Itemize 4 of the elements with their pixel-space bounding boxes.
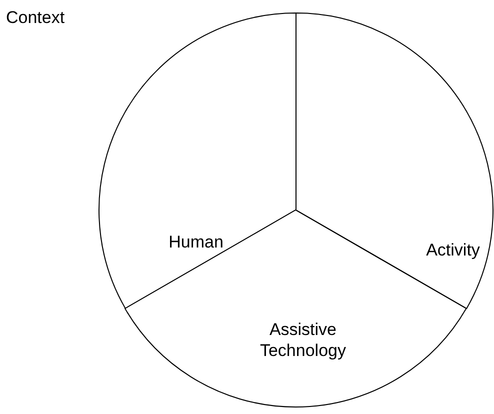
- sector-label: Assistive Technology: [258, 319, 347, 361]
- sector-label: Human: [168, 232, 224, 252]
- sector-label: Activity: [425, 240, 481, 260]
- context-label: Context: [6, 8, 65, 28]
